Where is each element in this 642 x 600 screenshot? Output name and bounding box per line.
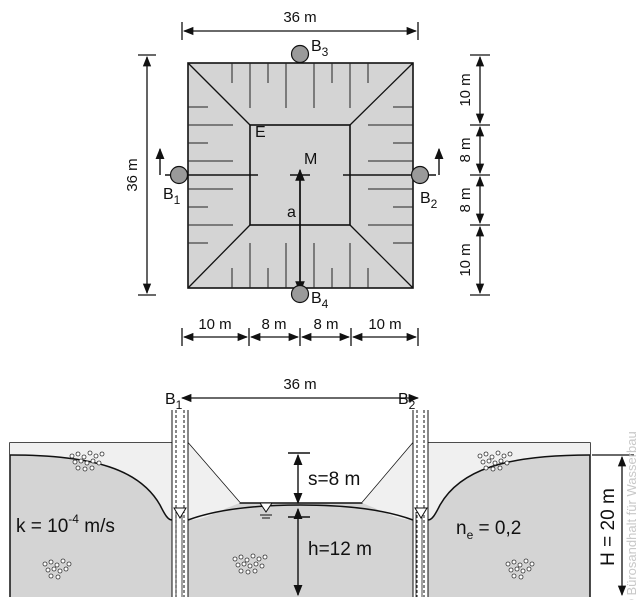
plan-bottom-dim-3: 8 m: [313, 316, 338, 333]
watermark: © Bürosandhalt für Wasserbau: [624, 431, 639, 600]
permeability-label: k = 10-4 m/s: [16, 512, 115, 537]
plan-width-label: 36 m: [283, 9, 316, 26]
total-height-label: H = 20 m: [598, 488, 619, 566]
plan-bottom-dim-1: 10 m: [198, 316, 231, 333]
drawdown-dimension: [288, 452, 310, 597]
depression-cone-center: [188, 443, 240, 520]
section-well-label-b1: B1: [165, 391, 183, 412]
head-label: h=12 m: [308, 539, 372, 560]
plan-height-dimension: [138, 54, 156, 296]
well-b3: [290, 44, 310, 64]
slope-hachures: [188, 63, 413, 288]
center-label: M: [304, 151, 317, 168]
well-b1: [169, 165, 189, 185]
plan-height-label: 36 m: [124, 158, 141, 191]
well-label-b1: B1: [163, 186, 181, 207]
plan-view: M E a B3 B1 B2 B4 36 m 36 m: [124, 9, 490, 346]
drawdown-label: s=8 m: [308, 469, 360, 490]
well-label-b3: B3: [311, 38, 329, 59]
section-well-label-b2: B2: [398, 391, 416, 412]
slope-diagonals: [187, 62, 414, 289]
section-width-label: 36 m: [283, 376, 316, 393]
plan-right-dim-3: 8 m: [457, 187, 474, 212]
depression-cone-right: [428, 443, 590, 520]
well-b4: [290, 284, 310, 304]
porosity-label: ne = 0,2: [456, 518, 521, 542]
depression-cone-left: [10, 443, 172, 520]
plan-bottom-dimensions: [181, 328, 419, 346]
water-table: [9, 454, 591, 521]
plan-bottom-dim-4: 10 m: [368, 316, 401, 333]
well-label-b4: B4: [311, 290, 329, 311]
plan-width-dimension: [181, 22, 419, 40]
gravel-symbols: [42, 450, 535, 580]
plan-right-dim-2: 8 m: [457, 137, 474, 162]
radius-label: a: [287, 204, 296, 221]
well-b2: [410, 165, 430, 185]
total-height-dimension: [592, 454, 634, 597]
plan-bottom-dim-2: 8 m: [261, 316, 286, 333]
plan-right-dim-4: 10 m: [457, 243, 474, 276]
well-section-b2: [412, 410, 429, 597]
water-level-symbol: [259, 502, 273, 519]
well-section-b1: [171, 410, 189, 597]
cross-section: 36 m B1 B2 s=8 m h=12 m H = 20 m k = 10-…: [9, 376, 639, 600]
well-label-b2: B2: [420, 190, 438, 211]
plan-right-dimensions: [470, 54, 490, 296]
corner-label: E: [255, 124, 266, 141]
plan-right-dim-1: 10 m: [457, 73, 474, 106]
